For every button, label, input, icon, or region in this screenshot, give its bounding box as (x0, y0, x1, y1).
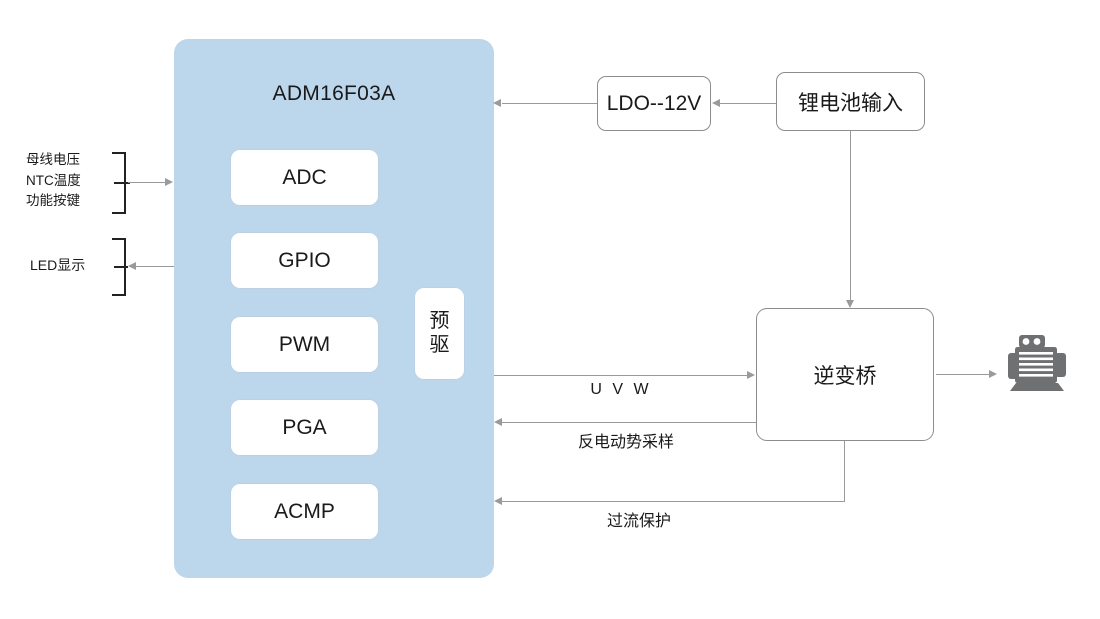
signal-label-overcurrent: 过流保护 (606, 513, 671, 530)
io-label-bus-voltage: 母线电压 (26, 152, 80, 167)
line-inverter-to-motor (936, 374, 990, 375)
motor-icon (1000, 333, 1072, 395)
io-group-led-display-labels: LED显示 (30, 255, 112, 276)
io-bracket-stub-analog (114, 182, 130, 184)
predriver-label-line1: 预 (429, 309, 450, 332)
arrow-overcurrent (494, 497, 502, 505)
module-pwm[interactable]: PWM (231, 317, 378, 372)
signal-label-bemf: 反电动势采样 (577, 434, 674, 451)
arrow-uvw (747, 371, 755, 379)
mcu-title: ADM16F03A (272, 82, 396, 105)
io-bracket-stub-led (114, 266, 128, 268)
line-ldo-to-mcu (502, 103, 597, 104)
module-predriver[interactable]: 预 驱 (415, 288, 464, 379)
arrow-inverter-to-motor (989, 370, 997, 378)
line-bemf (502, 422, 756, 423)
module-gpio[interactable]: GPIO (231, 233, 378, 288)
line-battery-to-ldo (719, 103, 776, 104)
ldo-box[interactable]: LDO--12V (597, 76, 711, 131)
io-label-function-keys: 功能按键 (26, 193, 80, 209)
module-acmp[interactable]: ACMP (231, 484, 378, 539)
predriver-label-line2: 驱 (429, 333, 450, 356)
line-battery-to-inverter (850, 131, 851, 300)
io-line-analog-inputs (128, 182, 166, 183)
module-pga[interactable]: PGA (231, 400, 378, 455)
arrow-battery-to-ldo (712, 99, 720, 107)
io-arrow-analog-inputs (165, 178, 173, 186)
battery-box[interactable]: 锂电池输入 (776, 72, 925, 131)
arrow-bemf (494, 418, 502, 426)
arrow-battery-to-inverter (846, 300, 854, 308)
io-label-ntc-temp: NTC温度 (26, 172, 81, 188)
arrow-ldo-to-mcu (493, 99, 501, 107)
io-group-analog-inputs-labels: 母线电压 NTC温度 功能按键 (26, 150, 112, 212)
line-overcurrent-vertical (844, 441, 845, 502)
module-adc[interactable]: ADC (231, 150, 378, 205)
inverter-bridge-box[interactable]: 逆变桥 (756, 308, 934, 441)
io-arrow-led-display (128, 262, 136, 270)
signal-label-uvw: U V W (590, 381, 652, 398)
line-uvw (494, 375, 748, 376)
io-line-led-display (136, 266, 174, 267)
io-label-led-display: LED显示 (30, 257, 86, 273)
line-overcurrent-horizontal (502, 501, 845, 502)
